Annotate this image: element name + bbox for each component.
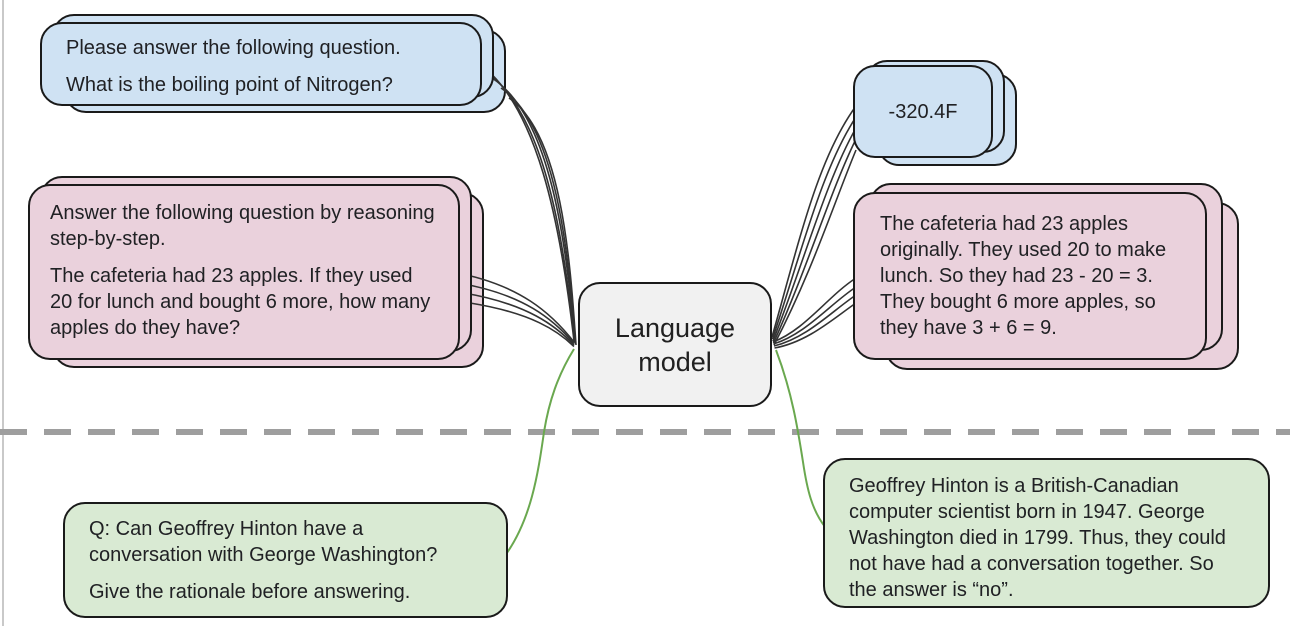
zero-shot-prompt-card: Q: Can Geoffrey Hinton have a conversati…: [63, 502, 508, 618]
language-model-box: Language model: [578, 282, 772, 407]
model-to-answer-blue-wire-2: [771, 116, 857, 340]
model-to-answer-blue-wire-4: [772, 138, 857, 344]
divider-dashed-line: [0, 429, 1290, 435]
cot-prompt-card: Answer the following question by reasoni…: [28, 184, 460, 360]
prompt-pink-to-model-wire-1: [451, 271, 575, 343]
zero-shot-prompt-group: Q: Can Geoffrey Hinton have a conversati…: [63, 502, 508, 618]
few-shot-prompt-stack: Please answer the following question. Wh…: [40, 14, 506, 113]
cot-answer-stack: The cafeteria had 23 apples originally. …: [853, 183, 1239, 370]
model-to-answer-blue-wire-5: [773, 149, 857, 346]
zero-shot-answer-group: Geoffrey Hinton is a British-Canadian co…: [823, 458, 1270, 608]
model-to-zero-shot-prompt-wire: [503, 348, 575, 558]
zero-shot-answer-text: Geoffrey Hinton is a British-Canadian co…: [849, 475, 1226, 601]
cot-question-text: The cafeteria had 23 apples. If they use…: [50, 265, 431, 339]
prompt-pink-to-model-wire-4: [469, 302, 575, 348]
left-edge-line: [2, 0, 4, 626]
model-to-answer-blue-wire-1: [771, 105, 857, 338]
model-to-zero-shot-answer-wire: [775, 349, 827, 529]
cot-answer-card: The cafeteria had 23 apples originally. …: [853, 192, 1207, 360]
model-to-answer-pink-wire-2: [773, 286, 857, 345]
zero-shot-answer-card: Geoffrey Hinton is a British-Canadian co…: [823, 458, 1270, 608]
model-to-answer-pink-wire-4: [774, 302, 857, 349]
prompt-question-text: What is the boiling point of Nitrogen?: [66, 74, 393, 96]
cot-instruction-text: Answer the following question by reasoni…: [50, 202, 435, 250]
model-to-answer-pink-wire-1: [772, 277, 857, 343]
language-model-label: Language model: [614, 312, 736, 377]
prompt-pink-to-model-wire-2: [457, 282, 575, 345]
prompt-instruction-text: Please answer the following question.: [66, 37, 401, 59]
cot-answer-text: The cafeteria had 23 apples originally. …: [880, 213, 1167, 339]
direct-answer-stack: -320.4F: [853, 60, 1017, 166]
direct-answer-text: -320.4F: [888, 100, 958, 123]
cot-prompt-stack: Answer the following question by reasoni…: [28, 176, 484, 368]
direct-answer-card: -320.4F: [853, 65, 993, 158]
prompt-pink-to-model-wire-3: [463, 292, 575, 346]
zero-shot-instruction-text: Give the rationale before answering.: [89, 581, 411, 603]
zero-shot-question-text: Q: Can Geoffrey Hinton have a conversati…: [89, 518, 438, 566]
model-to-answer-blue-wire-3: [772, 127, 857, 342]
prompt-blue-to-model-wire-5: [508, 97, 577, 346]
few-shot-prompt-card: Please answer the following question. Wh…: [40, 22, 482, 106]
model-to-answer-pink-wire-3: [773, 294, 857, 347]
